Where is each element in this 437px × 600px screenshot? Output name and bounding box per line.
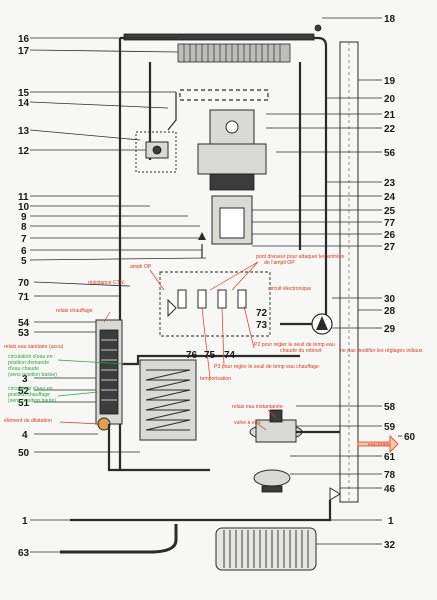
label-53: 53	[18, 328, 30, 339]
label-20: 20	[384, 94, 396, 105]
ann-p3: P3 pour régler le seuil de temp eau chau…	[214, 364, 319, 370]
label-32: 32	[384, 540, 396, 551]
ann-eau-froide: eau froide	[368, 442, 391, 448]
left-number-labels: 16 17 15 14 13 12 11 10 9 8 7 6 5 70 71 …	[18, 34, 30, 559]
label-19: 19	[384, 76, 396, 87]
label-75: 75	[204, 350, 216, 361]
pump	[280, 313, 333, 335]
label-18: 18	[384, 14, 396, 25]
burner	[198, 195, 253, 258]
electronic-circuit	[159, 271, 271, 337]
chimney-pipe	[314, 24, 359, 503]
ann-circ-sanitaire-3: d'eau chaude	[8, 366, 39, 372]
label-14: 14	[18, 98, 30, 109]
gas-tap	[253, 469, 341, 501]
ann-pont-diviseur-1: pont diviseur pour attaquer les entrées	[256, 254, 345, 260]
red-annotations: ampli OP résistance CTN pont diviseur po…	[4, 254, 423, 448]
label-17: 17	[18, 46, 30, 57]
label-74: 74	[224, 350, 236, 361]
label-52: 52	[18, 386, 30, 397]
label-30: 30	[384, 294, 396, 305]
label-27: 27	[384, 242, 396, 253]
inner-number-labels: 72 73 76 75 74	[186, 308, 268, 361]
label-12: 12	[18, 146, 30, 157]
label-5: 5	[21, 256, 27, 267]
ann-relais-eau-instantanee: relais eau instantanée	[232, 404, 283, 410]
gas-valve	[197, 109, 267, 191]
label-8: 8	[21, 222, 27, 233]
cold-water-inlet	[357, 435, 399, 453]
label-58: 58	[384, 402, 396, 413]
label-24: 24	[384, 192, 396, 203]
label-50: 50	[18, 448, 30, 459]
label-73: 73	[256, 320, 268, 331]
ann-circ-chauffage-3: (sens position haute)	[8, 398, 56, 404]
label-70: 70	[18, 278, 30, 289]
label-7: 7	[21, 234, 27, 245]
label-29: 29	[384, 324, 396, 335]
label-6: 6	[21, 246, 27, 257]
label-77: 77	[384, 218, 396, 229]
right-number-labels: 18 19 20 21 22 56 23 24 25 77 26 27 30 2…	[384, 14, 416, 551]
ann-ampli-op: ampli OP	[130, 264, 152, 270]
label-25: 25	[384, 206, 396, 217]
green-annotations: circulation d'eau en position demande d'…	[8, 354, 57, 404]
ann-p2-1: P2 pour régler le seuil de temp eau	[254, 342, 335, 348]
label-3: 3	[22, 374, 28, 385]
drain-hose	[60, 518, 178, 554]
label-26: 26	[384, 230, 396, 241]
label-46: 46	[384, 484, 396, 495]
label-13: 13	[18, 126, 30, 137]
label-23: 23	[384, 178, 396, 189]
label-16: 16	[18, 34, 30, 45]
control-box	[135, 131, 177, 173]
label-51: 51	[18, 398, 30, 409]
label-10: 10	[18, 202, 30, 213]
label-1-right: 1	[388, 516, 394, 527]
ann-temporisation: temporisation	[200, 376, 231, 382]
label-9: 9	[21, 212, 27, 223]
ann-circ-chauffage-2: position chauffage	[8, 392, 50, 398]
label-60: 60	[404, 432, 416, 443]
label-11: 11	[18, 192, 29, 203]
ann-ne-pas-modifier: ne pas modifier les réglages initiaux	[340, 348, 423, 354]
dhw-coil	[122, 354, 300, 441]
label-1-left: 1	[22, 516, 28, 527]
ann-circuit-electronique: circuit électronique	[268, 286, 311, 292]
label-22: 22	[384, 124, 396, 135]
expansion-coil	[215, 527, 317, 571]
ann-element-dilatation: élément de dilatation	[4, 418, 52, 424]
ann-valve-a-eau: valve à eau	[234, 420, 261, 426]
ann-resistance-ctn: résistance CTN	[88, 280, 124, 286]
label-21: 21	[384, 110, 396, 121]
label-15: 15	[18, 88, 30, 99]
ann-circ-sanitaire-1: circulation d'eau en	[8, 354, 53, 360]
ann-circ-chauffage-1: circulation d'eau en	[8, 386, 53, 392]
ann-circ-sanitaire-4: (sens position basse)	[8, 372, 57, 378]
ann-relais-eau-sanitaire: relais eau sanitaire (accu)	[4, 344, 64, 350]
annotation-leaders-red	[59, 261, 277, 431]
label-71: 71	[18, 292, 30, 303]
ann-circ-sanitaire-2: position demande	[8, 360, 49, 366]
label-63: 63	[18, 548, 30, 559]
label-56: 56	[384, 148, 396, 159]
ann-relais-chauffage: relais chauffage	[56, 308, 93, 314]
label-54: 54	[18, 318, 30, 329]
label-28: 28	[384, 306, 396, 317]
number-leaders	[29, 17, 402, 553]
label-72: 72	[256, 308, 268, 319]
annotation-leaders-green	[57, 359, 125, 397]
label-59: 59	[384, 422, 396, 433]
flue-hood	[123, 33, 315, 63]
diverter-valve	[95, 319, 210, 472]
label-76: 76	[186, 350, 198, 361]
label-78: 78	[384, 470, 396, 481]
ann-p2-2: chaude du robinet	[280, 348, 322, 354]
label-61: 61	[384, 452, 396, 463]
label-4: 4	[22, 430, 28, 441]
ann-pont-diviseur-2: de l'ampli OP	[264, 260, 295, 266]
